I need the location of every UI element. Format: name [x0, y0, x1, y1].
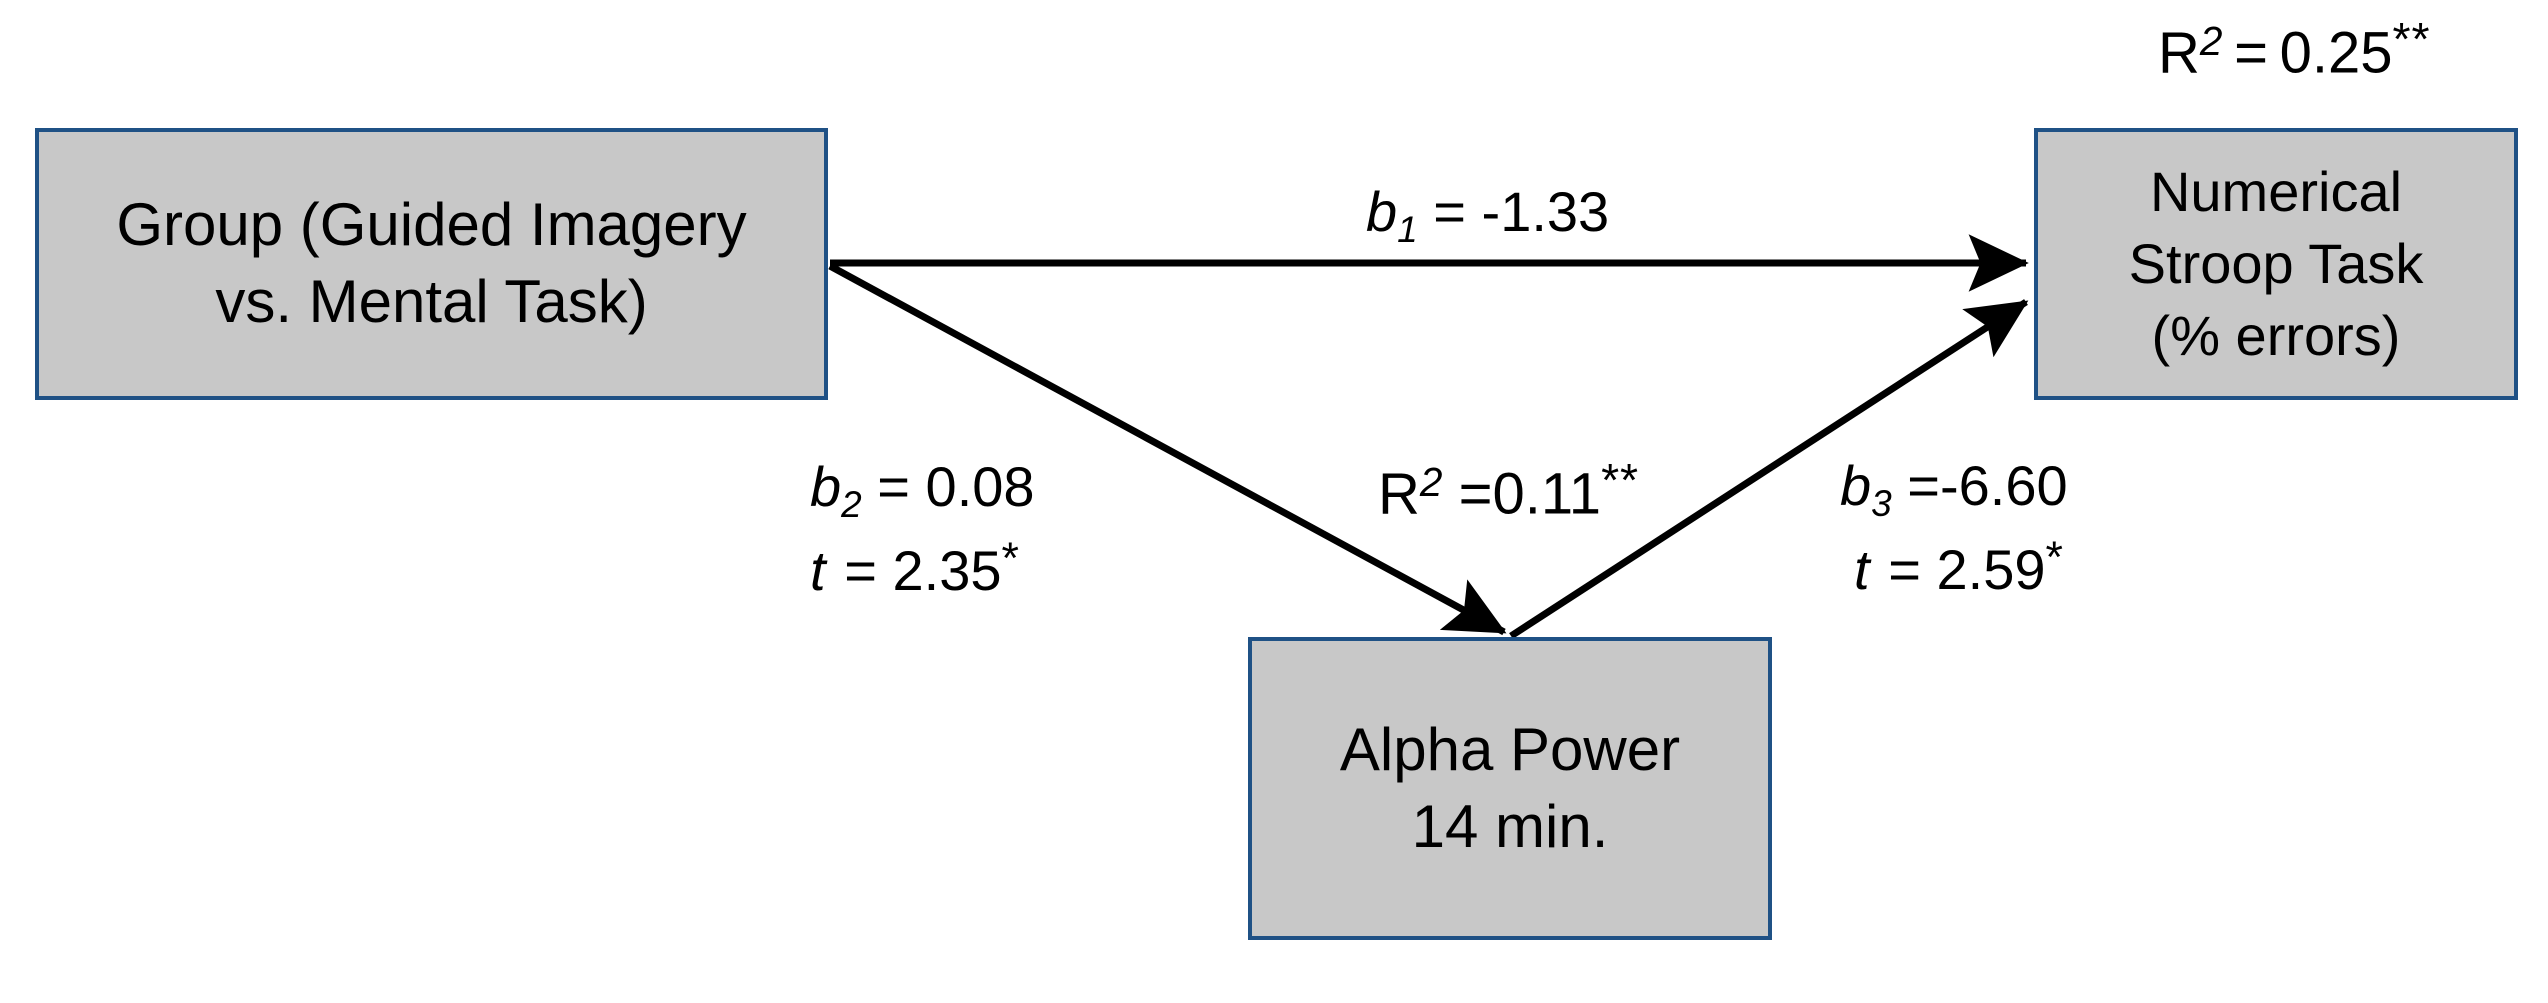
stat-r2-outcome-row: R2 = 0.25** [2158, 9, 2430, 91]
stat-r2-outcome-stars: ** [2392, 13, 2431, 65]
edge-label-b3-equals: = [1907, 454, 1940, 517]
edge-label-b1-symbol: b [1366, 180, 1398, 243]
edge-label-b2-t-stars: * [1001, 533, 1020, 584]
edge-label-b3: b3 =-6.60 t = 2.59* [1840, 450, 2068, 607]
edge-label-b2-coef-row: b2 = 0.08 [810, 451, 1035, 529]
node-outcome-line-1: Numerical [2149, 160, 2403, 224]
node-group-line-2: vs. Mental Task) [215, 268, 648, 335]
edge-label-b1-subscript: 1 [1397, 209, 1418, 251]
node-mediator-alpha-power[interactable]: Alpha Power 14 min. [1248, 637, 1772, 940]
edge-label-b2-subscript: 2 [841, 484, 862, 526]
edge-label-b3-t-equals: = [1888, 538, 1921, 602]
edge-label-b2-t-equals: = [844, 539, 877, 603]
stat-r2-outcome-value: 0.25 [2279, 20, 2393, 86]
node-mediator-line-1: Alpha Power [1339, 715, 1681, 783]
edge-label-b2-value: 0.08 [925, 455, 1035, 518]
edge-label-b3-subscript: 3 [1871, 483, 1892, 525]
stat-r2-outcome: R2 = 0.25** [2158, 9, 2430, 91]
edge-label-b2-t-row: t = 2.35* [810, 529, 1035, 608]
edge-label-b3-value: -6.60 [1939, 454, 2068, 517]
edge-label-b2-equals: = [877, 455, 910, 518]
node-outcome-line-2: Stroop Task [2128, 232, 2424, 296]
stat-r2-mediator-row: R2 =0.11** [1378, 450, 1639, 532]
node-group-predictor[interactable]: Group (Guided Imagery vs. Mental Task) [35, 128, 828, 400]
edge-label-b2: b2 = 0.08 t = 2.35* [810, 451, 1035, 608]
edge-label-b3-t-symbol: t [1854, 538, 1870, 602]
edge-label-b2-t-value: 2.35 [892, 539, 1002, 603]
edge-label-b1-equals: = [1433, 180, 1466, 243]
edge-label-b1-value: -1.33 [1481, 180, 1610, 243]
edge-label-b1-coef-row: b1 = -1.33 [1366, 176, 1609, 254]
edge-label-b3-t-row: t = 2.59* [1840, 528, 2068, 607]
edge-label-b1: b1 = -1.33 [1366, 176, 1609, 254]
stat-r2-outcome-equals: = [2234, 20, 2268, 86]
edge-label-b3-coef-row: b3 =-6.60 [1840, 450, 2068, 528]
stat-r2-mediator-stars: ** [1601, 454, 1640, 506]
stat-r2-mediator-superscript: 2 [1419, 458, 1443, 505]
edge-label-b2-t-symbol: t [810, 539, 826, 603]
stat-r2-mediator-equals: = [1458, 461, 1493, 527]
node-mediator-line-2: 14 min. [1411, 792, 1609, 860]
edge-label-b3-t-stars: * [2045, 532, 2064, 583]
edge-label-b3-symbol: b [1840, 454, 1872, 517]
edge-label-b2-symbol: b [810, 455, 842, 518]
node-group-line-1: Group (Guided Imagery [116, 191, 747, 259]
node-outcome-line-3: (% errors) [2151, 303, 2401, 367]
node-outcome-stroop[interactable]: Numerical Stroop Task (% errors) [2034, 128, 2518, 400]
edge-label-b3-t-value: 2.59 [1936, 538, 2046, 602]
stat-r2-mediator-value: 0.11 [1492, 461, 1602, 527]
stat-r2-outcome-superscript: 2 [2199, 17, 2223, 64]
stat-r2-mediator-symbol: R [1378, 461, 1420, 527]
stat-r2-mediator: R2 =0.11** [1378, 450, 1639, 532]
stat-r2-outcome-symbol: R [2158, 20, 2200, 86]
